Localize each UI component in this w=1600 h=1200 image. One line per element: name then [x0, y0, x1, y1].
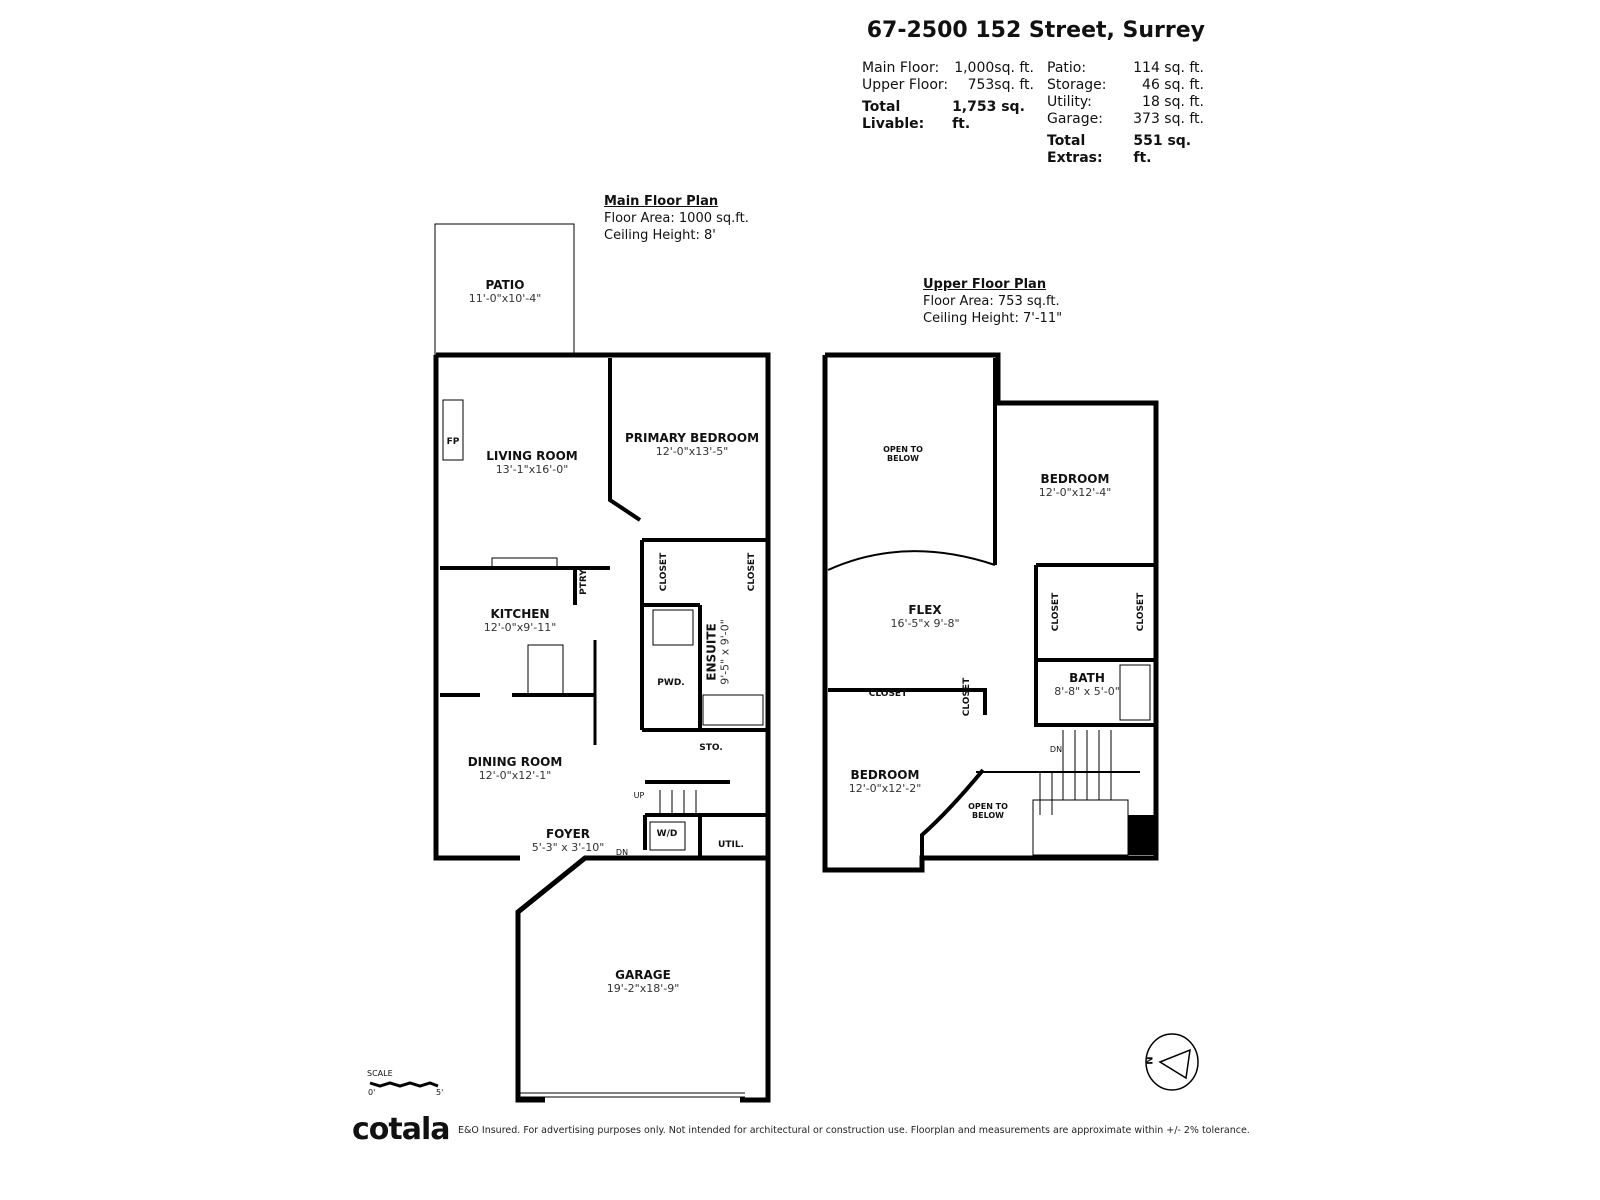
upper-floor-fixtures [1032, 664, 1151, 856]
upper-floor-title: Upper Floor Plan [923, 277, 1047, 292]
room-dims: 13'-1"x16'-0" [495, 463, 569, 476]
stairs-down-label: DN [1049, 745, 1063, 754]
utility-label: UTIL. [718, 840, 744, 850]
room-dims: 12'-0"x9'-11" [483, 621, 557, 634]
room-name: KITCHEN [490, 607, 550, 621]
total-livable-value: 1,753 sq. ft. [952, 99, 1025, 132]
open-to-below-line: BELOW [887, 454, 919, 463]
open-to-below-line: OPEN TO [883, 445, 923, 454]
disclaimer: E&O Insured. For advertising purposes on… [458, 1125, 1250, 1136]
stat-label: Garage: [1047, 111, 1103, 127]
room-dims: 11'-0"x10'-4" [468, 292, 542, 305]
closet-label: CLOSET [962, 677, 972, 717]
scale-start: 0' [368, 1088, 376, 1097]
stairs-down-label: DN [615, 848, 629, 857]
room-dims: 12'-0"x12'-2" [848, 782, 922, 795]
stat-label: Main Floor: [862, 60, 940, 76]
open-to-below-line: BELOW [972, 811, 1004, 820]
stat-value: 114 sq. ft. [1133, 60, 1204, 76]
property-address: 67-2500 152 Street, Surrey [866, 18, 1205, 43]
fireplace-label: FP [446, 437, 460, 447]
powder-room-label: PWD. [657, 678, 685, 688]
upper-floor-area: Floor Area: 753 sq.ft. [923, 294, 1060, 309]
room-name: GARAGE [615, 968, 671, 982]
stat-label: Upper Floor: [862, 77, 949, 93]
room-name: BATH [1069, 671, 1105, 685]
room-dims: 19'-2"x18'-9" [606, 982, 680, 995]
main-floor-area: Floor Area: 1000 sq.ft. [604, 211, 749, 226]
closet-label: CLOSET [868, 689, 908, 699]
stat-value: 46 sq. ft. [1142, 77, 1204, 93]
scale-bar [369, 1081, 439, 1088]
total-extras-value: 551 sq. ft. [1133, 133, 1192, 166]
room-name: PATIO [485, 278, 525, 292]
storage-label: STO. [699, 743, 723, 753]
room-name: ENSUITE [704, 623, 719, 681]
scale-end: 5' [436, 1088, 444, 1097]
livable-stats: Main Floor: 1,000sq. ft. Upper Floor: 753s… [862, 60, 1034, 133]
compass-north-label: N [1144, 1056, 1156, 1065]
stat-label: Patio: [1047, 60, 1087, 76]
closet-label: CLOSET [659, 552, 669, 592]
room-name: DINING ROOM [467, 755, 563, 769]
stat-value: 373 sq. ft. [1133, 111, 1204, 127]
main-floor-heading: Main Floor Plan Floor Area: 1000 sq.ft. … [604, 193, 749, 244]
closet-label: CLOSET [1051, 592, 1061, 632]
upper-floor-interior-walls [827, 358, 1156, 858]
main-floor-interior-walls [440, 358, 768, 858]
main-floor-fixtures [442, 399, 764, 1098]
room-dims: 9'-5" x 9'-0" [718, 619, 732, 685]
room-name: BEDROOM [850, 768, 920, 782]
upper-floor-ceiling: Ceiling Height: 7'-11" [923, 311, 1063, 326]
room-dims: 8'-8" x 5'-0" [1054, 685, 1120, 698]
room-dims: 5'-3" x 3'-10" [531, 841, 605, 854]
cotala-logo: cotala [352, 1112, 451, 1147]
room-dims: 16'-5"x 9'-8" [890, 617, 960, 630]
room-dims: 12'-0"x12'-4" [1038, 486, 1112, 499]
room-dims: 12'-0"x13'-5" [655, 445, 729, 458]
stat-value: 1,000sq. ft. [954, 60, 1034, 76]
room-name: FOYER [545, 827, 591, 841]
closet-label: CLOSET [1136, 592, 1146, 632]
room-dims: 12'-0"x12'-1" [478, 769, 552, 782]
stat-value: 18 sq. ft. [1142, 94, 1204, 110]
open-to-below-line: OPEN TO [968, 802, 1008, 811]
stat-label: Storage: [1047, 77, 1107, 93]
extras-stats: Patio: 114 sq. ft. Storage: 46 sq. ft. Uti… [1047, 60, 1204, 167]
pantry-label: PTRY [579, 569, 589, 595]
main-floor-title: Main Floor Plan [604, 194, 719, 209]
stat-value: 753sq. ft. [967, 77, 1034, 93]
room-name: BEDROOM [1040, 472, 1110, 486]
main-floor-ceiling: Ceiling Height: 8' [604, 228, 716, 243]
closet-label: CLOSET [747, 552, 757, 592]
upper-floor-outer-walls [822, 352, 1159, 873]
total-extras-label: Total Extras: [1047, 133, 1103, 166]
stairs-up-label: UP [633, 791, 645, 800]
washer-dryer-label: W/D [656, 829, 678, 839]
total-livable-label: Total Livable: [862, 99, 925, 132]
room-name: LIVING ROOM [486, 449, 578, 463]
main-floor-outer-walls [433, 352, 771, 1103]
scale-label: SCALE [367, 1069, 393, 1078]
compass-icon [1145, 1033, 1199, 1091]
room-name: FLEX [908, 603, 942, 617]
room-name: PRIMARY BEDROOM [624, 431, 760, 445]
stat-label: Utility: [1047, 94, 1092, 110]
upper-floor-heading: Upper Floor Plan Floor Area: 753 sq.ft. … [923, 276, 1062, 327]
